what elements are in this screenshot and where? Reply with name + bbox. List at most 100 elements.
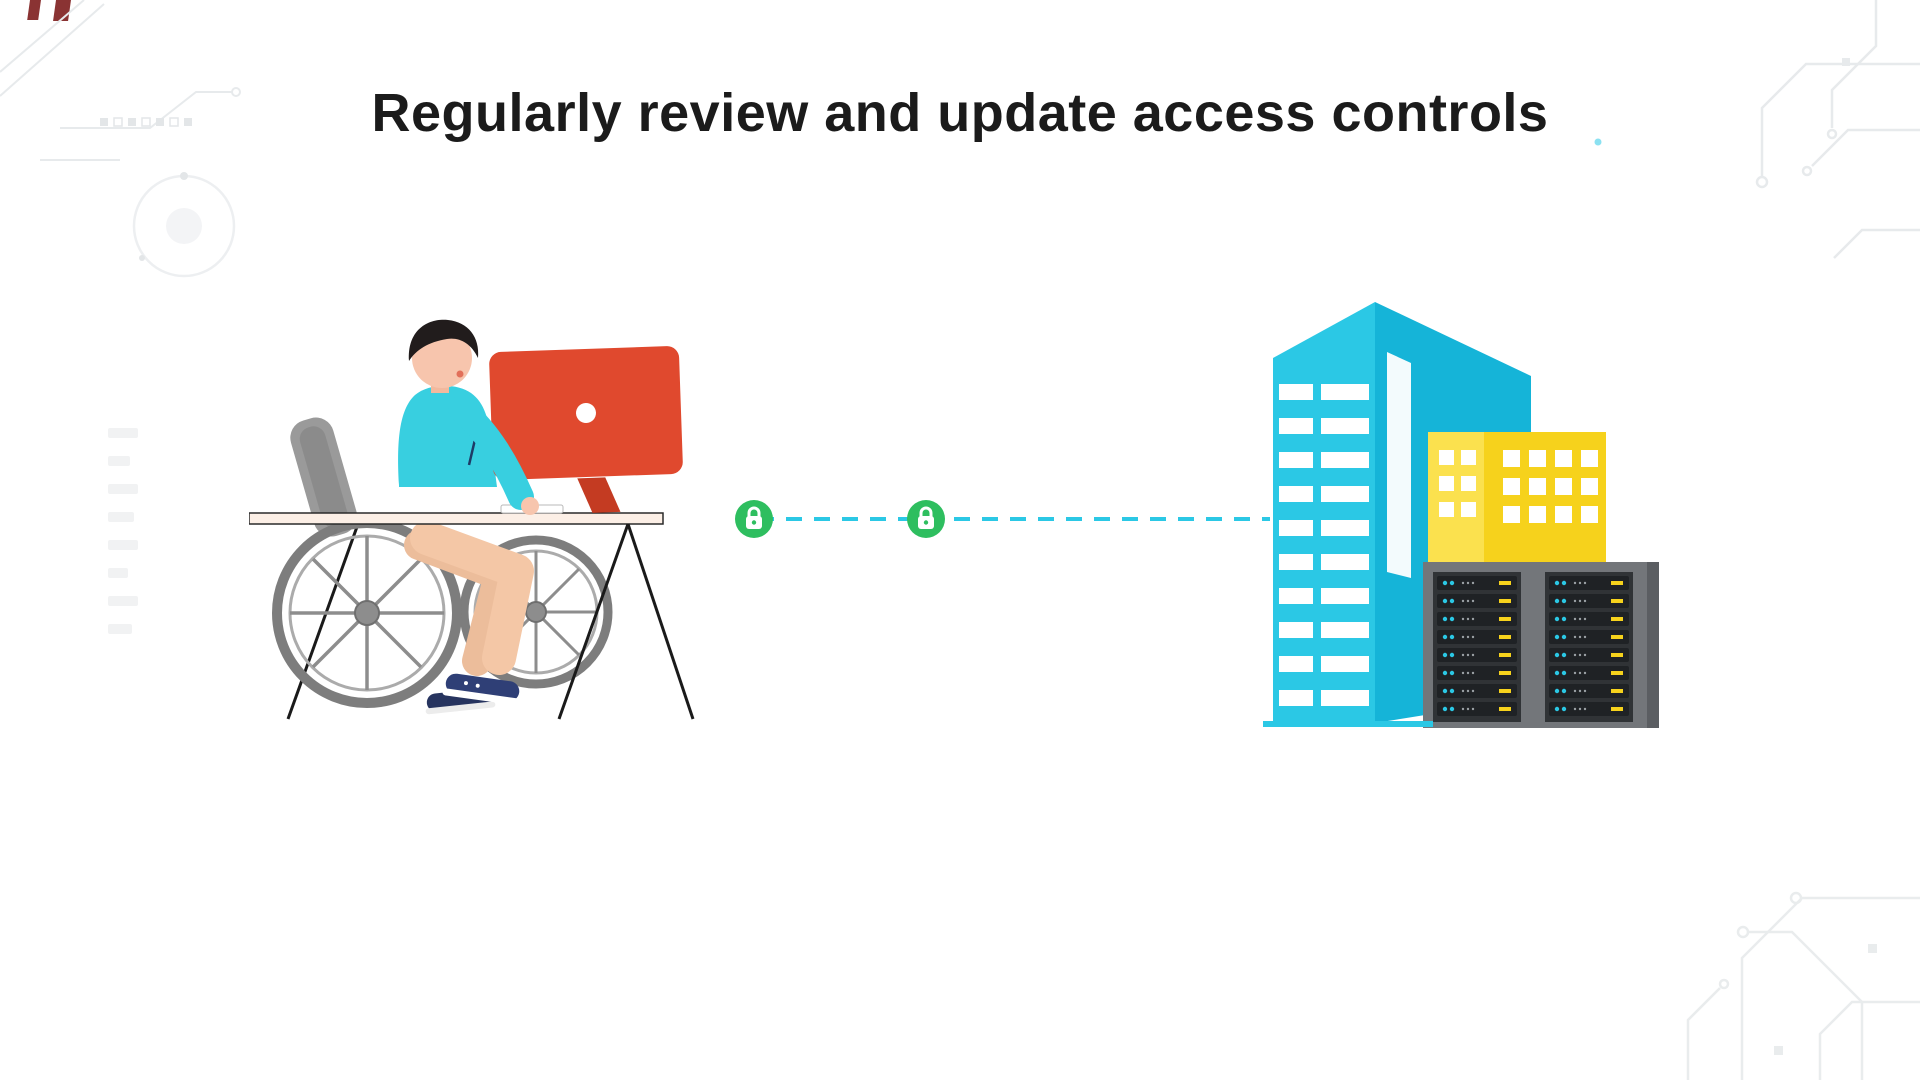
server-led [1554,706,1560,712]
server-vent-dot [1583,635,1587,639]
server-vent-dot [1573,653,1577,657]
server-vent-dot [1466,599,1470,603]
circuit-top-right [1755,0,1920,259]
monitor-stand [577,477,621,513]
server-led [1561,706,1567,712]
person-legs [404,521,534,676]
server-vent-dot [1466,707,1470,711]
server-vent-dot [1578,599,1582,603]
server-led [1449,688,1455,694]
server-led [1449,652,1455,658]
server-led [1561,670,1567,676]
server-vent-dot [1583,599,1587,603]
monitor-dot [576,403,596,423]
server-unit [1549,576,1629,590]
server-unit [1549,648,1629,662]
yellow-building [1428,432,1606,582]
server-led [1442,670,1448,676]
person-arm [448,396,534,510]
server-led [1442,652,1448,658]
server-vent-dot [1461,581,1465,585]
server-unit [1549,612,1629,626]
server-led-bar [1499,581,1511,585]
server-vent-dot [1461,707,1465,711]
server-led [1561,634,1567,640]
server-vent-dot [1466,617,1470,621]
server-vent-dot [1461,689,1465,693]
server-vent-dot [1466,671,1470,675]
datacenter-illustration [1263,302,1659,728]
server-led-bar [1611,653,1623,657]
server-led [1561,616,1567,622]
server-vent-dot [1461,671,1465,675]
server-led [1442,598,1448,604]
server-led [1449,616,1455,622]
server-led-bar [1499,671,1511,675]
desk-leg-left [286,523,360,720]
server-vent-dot [1573,707,1577,711]
server-led [1554,670,1560,676]
server-vent-dot [1471,707,1475,711]
tower-front-face [1273,302,1375,723]
server-led [1449,580,1455,586]
server-vent-dot [1573,689,1577,693]
server-led [1561,580,1567,586]
server-unit [1437,612,1517,626]
server-led-bar [1611,599,1623,603]
server-led [1554,598,1560,604]
server-led [1449,634,1455,640]
server-vent-dot [1583,581,1587,585]
server-led [1442,616,1448,622]
server-cabinets [1423,562,1659,728]
server-unit [1437,648,1517,662]
server-vent-dot [1578,689,1582,693]
server-led-bar [1611,635,1623,639]
server-vent-dot [1578,707,1582,711]
server-led [1554,652,1560,658]
wheelchair-backrest [290,417,358,537]
server-led-bar [1499,653,1511,657]
server-unit [1549,630,1629,644]
server-vent-dot [1471,599,1475,603]
server-vent-dot [1471,653,1475,657]
person-mouth [456,370,464,378]
ring-decor [132,172,236,278]
server-led [1561,652,1567,658]
server-led-bar [1499,635,1511,639]
server-vent-dot [1583,689,1587,693]
circuit-top-left [0,0,241,161]
server-vent-dot [1466,635,1470,639]
server-unit [1437,576,1517,590]
server-led [1442,634,1448,640]
secure-connection-line [758,517,1270,521]
person-hand [521,497,539,515]
server-vent-dot [1578,581,1582,585]
server-led-bar [1611,671,1623,675]
bar-list-decor [108,428,138,634]
server-unit [1437,630,1517,644]
server-led-bar [1499,707,1511,711]
server-vent-dot [1573,599,1577,603]
yellow-building-windows [1439,450,1598,523]
server-led-bar [1611,707,1623,711]
server-vent-dot [1461,635,1465,639]
server-vent-dot [1471,671,1475,675]
computer-monitor [489,346,683,513]
building-base-line [1263,721,1433,727]
server-led [1554,580,1560,586]
server-vent-dot [1471,689,1475,693]
server-vent-dot [1583,707,1587,711]
server-unit [1549,666,1629,680]
server-vent-dot [1578,671,1582,675]
server-unit [1437,702,1517,716]
server-led [1561,688,1567,694]
server-led-bar [1611,617,1623,621]
desk-top [249,512,664,525]
server-led [1554,688,1560,694]
server-vent-dot [1466,653,1470,657]
server-vent-dot [1583,653,1587,657]
server-vent-dot [1461,617,1465,621]
server-vent-dot [1573,635,1577,639]
